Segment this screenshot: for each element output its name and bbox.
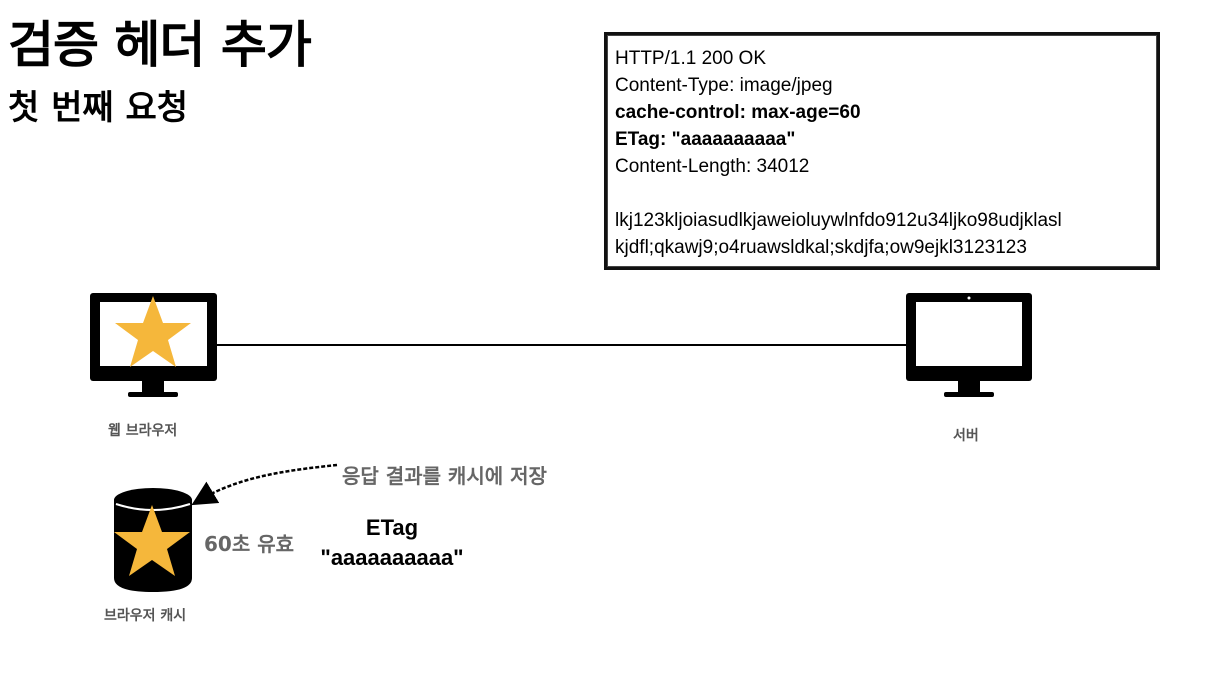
validity-note: 60초 유효 [204, 532, 294, 556]
etag-title: ETag [365, 515, 419, 540]
server-label: 서버 [953, 428, 979, 444]
etag-value: "aaaaaaaaaa" [320, 545, 464, 570]
browser-monitor-icon [90, 293, 217, 397]
etag-label: ETag "aaaaaaaaaa" [312, 513, 472, 573]
star-icon [114, 505, 190, 576]
response-line: lkj123kljoiasudlkjaweioluywlnfdo912u34lj… [615, 210, 1062, 231]
page-subtitle: 첫 번째 요청 [8, 88, 189, 128]
response-line: cache-control: max-age=60 [615, 102, 861, 123]
response-line: ETag: "aaaaaaaaaa" [615, 129, 796, 150]
http-response-box: HTTP/1.1 200 OK Content-Type: image/jpeg c… [604, 32, 1160, 270]
browser-cache-icon [114, 488, 192, 592]
star-icon [115, 296, 191, 367]
server-monitor-icon [906, 293, 1032, 397]
response-line: Content-Type: image/jpeg [615, 75, 833, 96]
cache-label: 브라우저 캐시 [104, 608, 187, 624]
response-line: Content-Length: 34012 [615, 156, 810, 177]
response-line: HTTP/1.1 200 OK [615, 48, 767, 69]
save-note: 응답 결과를 캐시에 저장 [342, 464, 547, 488]
browser-label: 웹 브라우저 [108, 423, 178, 439]
response-line: kjdfl;qkawj9;o4ruawsldkal;skdjfa;ow9ejkl… [615, 237, 1027, 258]
save-to-cache-arrow [191, 463, 338, 506]
page-title: 검증 헤더 추가 [8, 16, 312, 74]
